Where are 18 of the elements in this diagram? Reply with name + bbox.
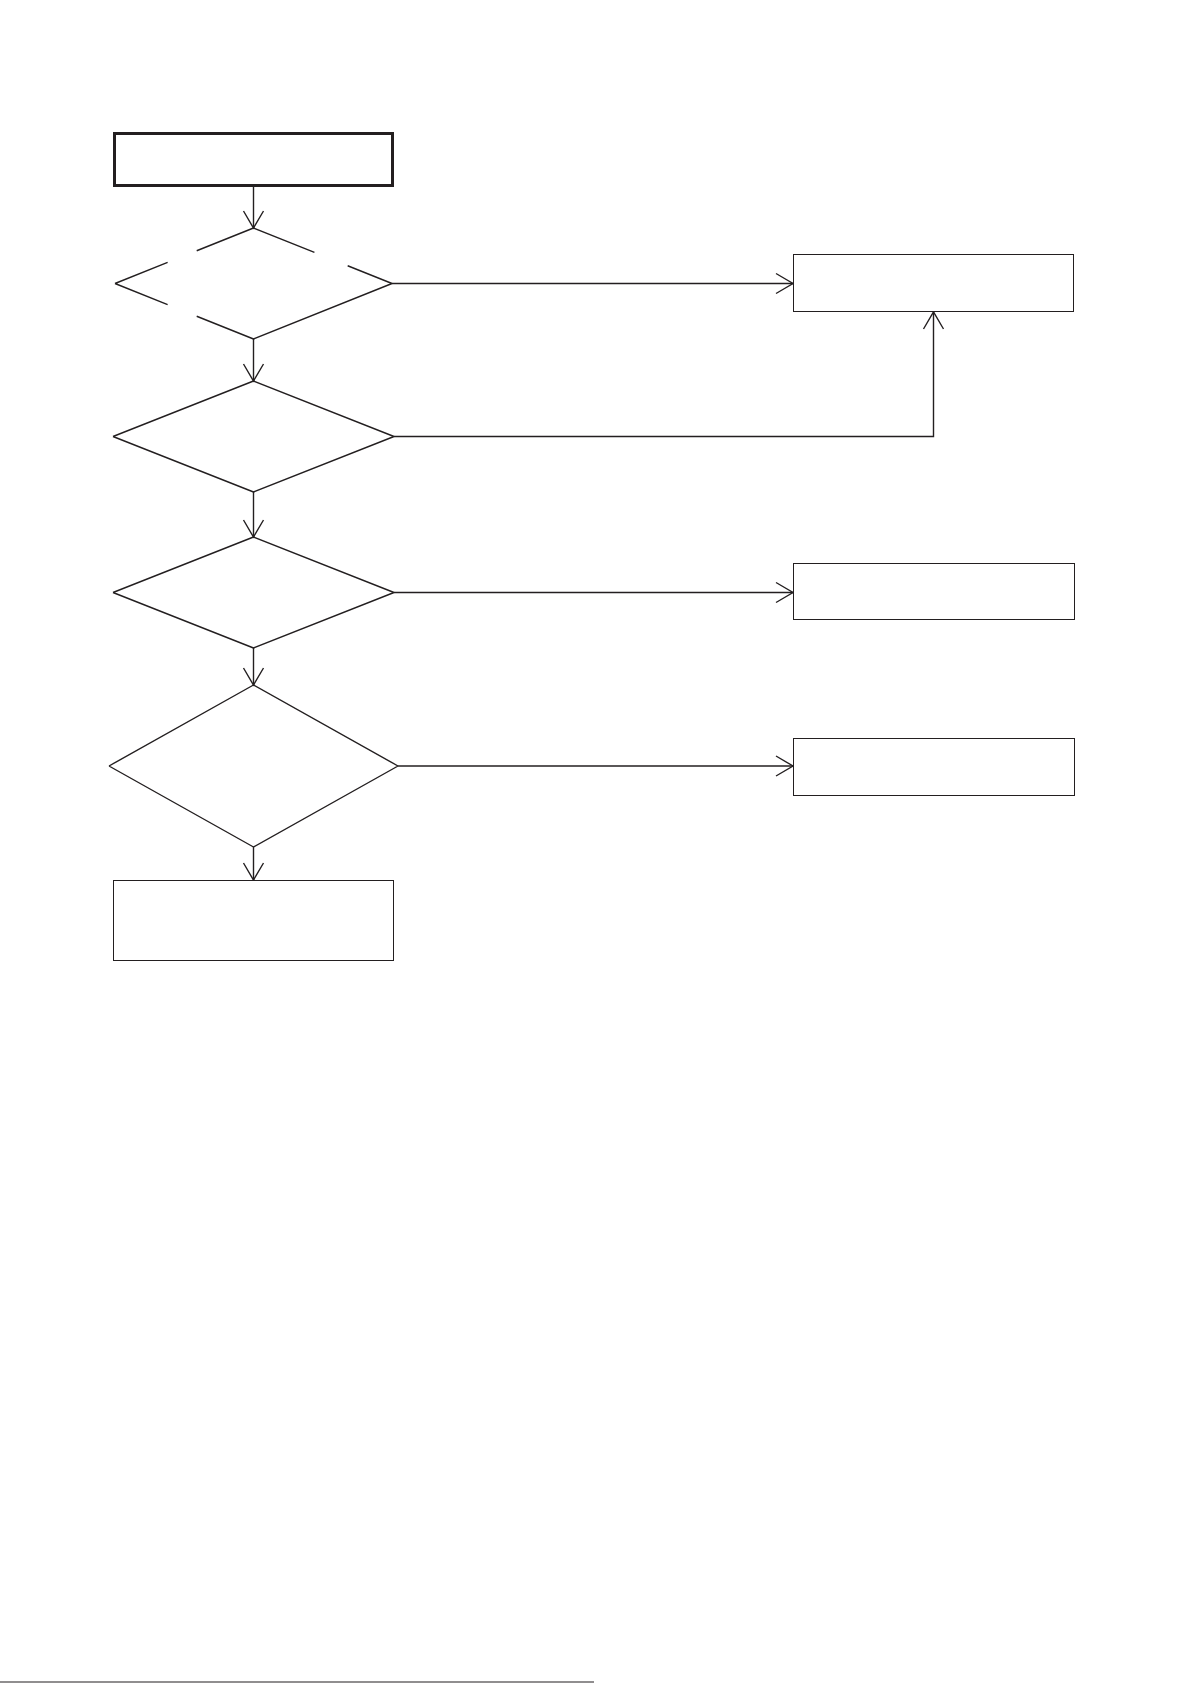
- arrow: [242, 647, 265, 686]
- arrow: [393, 581, 794, 604]
- decision-diamond: [115, 228, 392, 339]
- arrow: [242, 338, 265, 382]
- arrow: [242, 186, 265, 229]
- process-box: [113, 880, 394, 961]
- arrow: [397, 755, 794, 777]
- arrow: [242, 491, 265, 538]
- decision-diamond: [113, 537, 394, 648]
- arrow: [242, 846, 265, 881]
- arrow: [391, 272, 794, 295]
- decision-diamond: [113, 381, 394, 492]
- decision-diamond: [109, 685, 398, 847]
- arrow: [393, 311, 945, 438]
- process-box: [793, 254, 1074, 312]
- process-box: [793, 738, 1075, 796]
- process-box: [113, 132, 394, 187]
- process-box: [793, 563, 1075, 620]
